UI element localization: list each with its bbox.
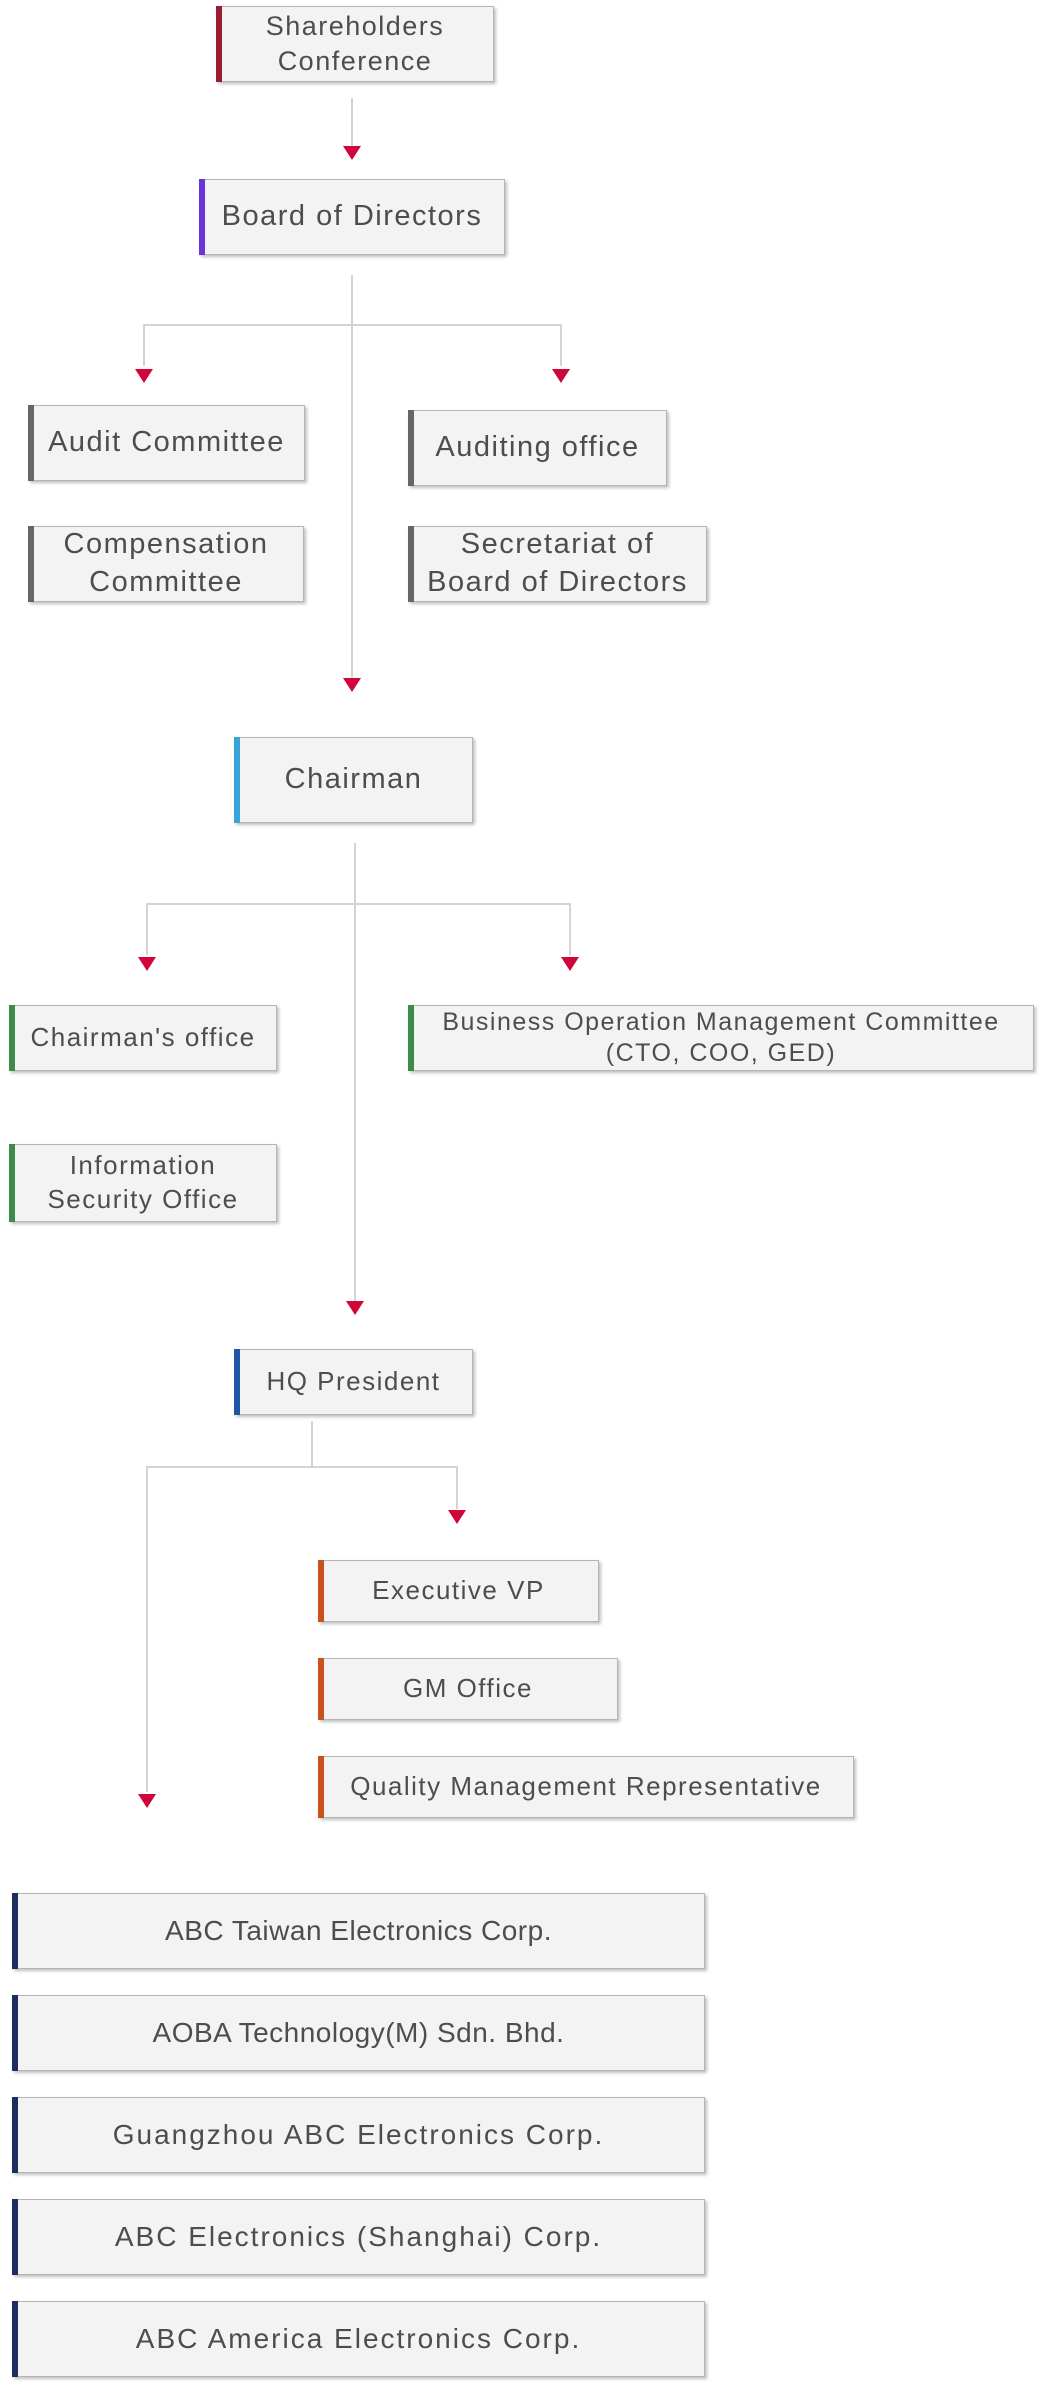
node-executive-vp: Executive VP — [318, 1560, 599, 1622]
subsidiary-box: ABC Taiwan Electronics Corp. — [12, 1893, 705, 1969]
connector-president-left-drop — [146, 1466, 148, 1792]
subsidiary-box: ABC America Electronics Corp. — [12, 2301, 705, 2377]
node-chairman: Chairman — [234, 737, 473, 823]
arrow-to-chairmans-office — [138, 957, 156, 971]
connector-chairman-left-drop — [146, 903, 148, 955]
node-audit-committee: Audit Committee — [28, 405, 305, 481]
subsidiary-box: AOBA Technology(M) Sdn. Bhd. — [12, 1995, 705, 2071]
node-board-of-directors: Board of Directors — [199, 179, 505, 255]
node-information-security-office: Information Security Office — [9, 1144, 277, 1222]
arrow-to-subsidiaries — [138, 1794, 156, 1808]
node-chairmans-office: Chairman's office — [9, 1005, 277, 1071]
arrow-to-executive-vp — [448, 1510, 466, 1524]
subsidiary-box: ABC Electronics (Shanghai) Corp. — [12, 2199, 705, 2275]
arrow-to-chairman — [343, 678, 361, 692]
node-quality-management-representative: Quality Management Representative — [318, 1756, 854, 1818]
connector-chairman-branch — [146, 903, 571, 905]
connector-president-branch — [146, 1466, 458, 1468]
node-auditing-office: Auditing office — [408, 410, 667, 486]
connector-board-trunk — [351, 275, 353, 683]
subsidiary-box: Guangzhou ABC Electronics Corp. — [12, 2097, 705, 2173]
connector-board-branch — [143, 324, 562, 326]
arrow-to-board — [343, 146, 361, 160]
connector-president-stem — [311, 1421, 313, 1468]
arrow-to-hq-president — [346, 1301, 364, 1315]
arrow-to-business-operation — [561, 957, 579, 971]
connector-board-right-drop — [560, 324, 562, 366]
node-hq-president: HQ President — [234, 1349, 473, 1415]
connector-president-right-drop — [456, 1466, 458, 1509]
arrow-to-audit-committee — [135, 369, 153, 383]
connector-shareholders-board — [351, 98, 353, 150]
connector-board-left-drop — [143, 324, 145, 366]
node-business-operation-committee: Business Operation Management Committee … — [408, 1005, 1034, 1071]
node-gm-office: GM Office — [318, 1658, 618, 1720]
connector-chairman-trunk — [354, 843, 356, 1303]
node-compensation-committee: Compensation Committee — [28, 526, 304, 602]
node-shareholders-conference: Shareholders Conference — [216, 6, 494, 82]
connector-chairman-right-drop — [569, 903, 571, 955]
arrow-to-auditing-office — [552, 369, 570, 383]
node-secretariat-of-board: Secretariat of Board of Directors — [408, 526, 707, 602]
